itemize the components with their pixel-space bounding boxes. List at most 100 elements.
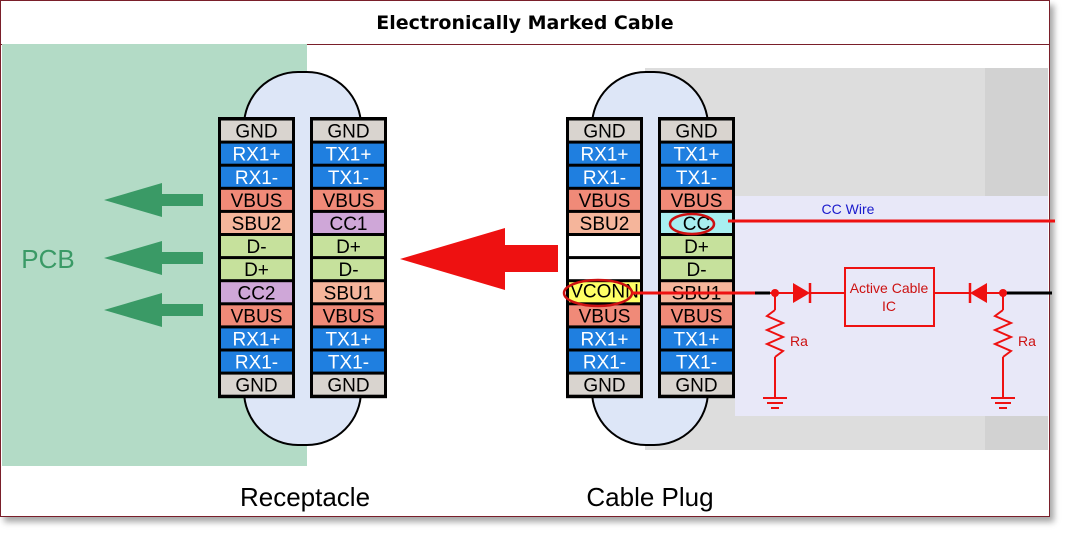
pin-cell (313, 374, 384, 395)
pin-label: SBU2 (232, 214, 282, 235)
pin-label: RX1- (235, 353, 278, 374)
pin-cell (569, 374, 640, 395)
pcb-arrows (104, 183, 203, 327)
pin-cell (569, 259, 640, 280)
pin-cell (569, 189, 640, 210)
pin-column-frame (658, 117, 735, 399)
active-cable-ic-box (844, 267, 935, 327)
pin-cell (313, 189, 384, 210)
pin-label: VBUS (579, 191, 631, 212)
pin-label: VBUS (231, 191, 283, 212)
pin-cell (221, 120, 292, 141)
pin-label: VCONN (570, 281, 639, 302)
pin-label: TX1- (328, 353, 369, 374)
junction-left (771, 289, 779, 297)
pin-column-frame (310, 117, 387, 399)
pin-label: RX1+ (232, 145, 280, 166)
pcb-arrow-3 (104, 293, 203, 327)
pin-label: D- (246, 237, 266, 258)
pin-cell (313, 212, 384, 233)
pin-label: GND (235, 122, 277, 143)
pin-cell (221, 328, 292, 349)
pin-cell (313, 305, 384, 326)
pin-cell (313, 351, 384, 372)
pin-cell (661, 328, 732, 349)
pin-label: D- (338, 260, 358, 281)
receptacle-left-pins: GNDRX1+RX1-VBUSSBU2D-D+CC2VBUSRX1+RX1-GN… (218, 117, 295, 399)
pin-cell (661, 305, 732, 326)
cable-plug-label: Cable Plug (586, 482, 713, 512)
pin-label: GND (235, 376, 277, 397)
pin-label: GND (583, 122, 625, 143)
pin-cell (661, 212, 732, 233)
active-ic-label-line2: IC (882, 298, 896, 314)
pin-label: D+ (684, 237, 709, 258)
pin-cell (221, 259, 292, 280)
pin-cell (313, 143, 384, 164)
pin-label: TX1+ (674, 329, 720, 350)
pin-label: RX1- (235, 168, 278, 189)
pcb-label: PCB (21, 244, 74, 274)
pin-column-frame (566, 117, 643, 399)
pin-label: TX1- (676, 168, 717, 189)
pin-cell (313, 282, 384, 303)
pin-cell (313, 166, 384, 187)
pin-cell (569, 236, 640, 257)
pin-cell (661, 351, 732, 372)
pin-cell (661, 259, 732, 280)
pin-cell (221, 374, 292, 395)
pin-label: GND (327, 376, 369, 397)
title-bar: Electronically Marked Cable (1, 1, 1049, 45)
pin-cell (661, 374, 732, 395)
pin-label: TX1+ (326, 329, 372, 350)
cc-highlight (668, 212, 716, 236)
pin-label: RX1- (583, 168, 626, 189)
pin-label: VBUS (579, 306, 631, 327)
pin-cell (313, 236, 384, 257)
pin-cell (313, 328, 384, 349)
pin-label: D+ (244, 260, 269, 281)
pin-label: CC1 (329, 214, 367, 235)
pin-cell (313, 120, 384, 141)
pin-cell (661, 120, 732, 141)
pin-label: RX1+ (232, 329, 280, 350)
receptacle-right-pins: GNDTX1+TX1-VBUSCC1D+D-SBU1VBUSTX1+TX1-GN… (310, 117, 387, 399)
pin-label: RX1+ (580, 329, 628, 350)
pin-label: SBU2 (580, 214, 630, 235)
pin-cell (221, 189, 292, 210)
pin-label: GND (583, 376, 625, 397)
pin-cell (221, 236, 292, 257)
pin-label: RX1- (583, 353, 626, 374)
pin-label: VBUS (671, 191, 723, 212)
connection-arrow (400, 228, 558, 290)
pin-label: D- (686, 260, 706, 281)
pin-label: VBUS (323, 306, 375, 327)
pin-cell (221, 282, 292, 303)
receptacle-label: Receptacle (240, 482, 370, 512)
pin-label: GND (327, 122, 369, 143)
pin-cell (221, 143, 292, 164)
cc-wire-label: CC Wire (822, 201, 875, 217)
pin-label: CC (683, 214, 710, 235)
pin-column-frame (218, 117, 295, 399)
resistor-left-label: Ra (790, 333, 808, 349)
pin-cell (569, 212, 640, 233)
pin-label: TX1+ (326, 145, 372, 166)
pin-cell (569, 328, 640, 349)
pin-label: TX1- (676, 353, 717, 374)
pin-label: TX1+ (674, 145, 720, 166)
pin-label: VBUS (323, 191, 375, 212)
pin-label: GND (675, 122, 717, 143)
pin-label: GND (675, 376, 717, 397)
active-ic-label-line1: Active Cable (850, 280, 929, 296)
junction-right (999, 289, 1007, 297)
pin-label: VBUS (231, 306, 283, 327)
pin-cell (569, 282, 640, 303)
pin-cell (569, 305, 640, 326)
pin-cell (221, 351, 292, 372)
pin-cell (661, 166, 732, 187)
diode-left-icon (793, 283, 810, 303)
